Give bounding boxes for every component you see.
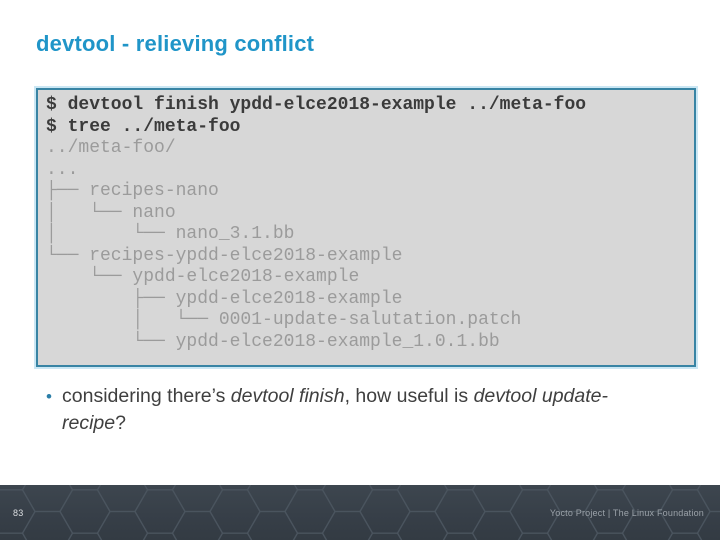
hexagon-shape (96, 485, 149, 513)
hexagon-shape (321, 510, 374, 540)
hexagon-shape (143, 485, 177, 491)
hexagon-shape (134, 489, 186, 534)
terminal-line: $ devtool finish ypdd-elce2018-example .… (46, 95, 587, 115)
hexagon-shape (359, 489, 411, 534)
hexagon-pattern-icon (0, 485, 720, 540)
bullet-text-segment: ? (115, 412, 126, 434)
hexagon-shape (442, 532, 478, 540)
terminal-line: ├── ypdd-elce2018-example (46, 288, 403, 309)
bullet-marker-icon: • (46, 387, 52, 406)
hexagon-shape (59, 489, 111, 534)
page-number: 83 (13, 507, 24, 518)
hexagon-shape (593, 485, 627, 491)
emphasized-command-text: devtool finish (230, 385, 345, 407)
terminal-line: ... (46, 159, 79, 180)
hexagon-shape (443, 485, 477, 491)
hexagon-shape (21, 510, 74, 540)
terminal-line: │ └── nano (46, 202, 176, 223)
terminal-line: $ tree ../meta-foo (46, 116, 241, 137)
hexagon-shape (396, 510, 449, 540)
hexagon-shape (367, 532, 403, 540)
terminal-line: ├── recipes-nano (46, 181, 219, 201)
hexagon-shape (246, 485, 299, 513)
hexagon-shape (67, 532, 103, 540)
hexagon-shape (171, 485, 224, 513)
slide-title: devtool - relieving conflict (36, 31, 315, 56)
hexagon-shape (592, 532, 628, 540)
terminal-line: └── recipes-ypdd-elce2018-example (46, 245, 403, 266)
hexagon-shape (284, 489, 336, 534)
hexagon-shape (434, 489, 486, 534)
hexagon-shape (292, 532, 328, 540)
hexagon-shape (96, 510, 149, 540)
hexagon-shape (518, 485, 552, 491)
hexagon-shape (667, 532, 703, 540)
footer-brand-text: Yocto Project | The Linux Foundation (549, 507, 704, 518)
terminal-line: │ └── 0001-update-salutation.patch (46, 310, 522, 330)
hexagon-shape (246, 510, 299, 540)
hexagon-shape (696, 510, 720, 540)
terminal-line: └── ypdd-elce2018-example (46, 267, 360, 287)
bullet-text-segment: considering there’s (62, 385, 231, 407)
hexagon-shape (668, 485, 702, 491)
hexagon-shape (142, 532, 178, 540)
footer-bar: 83 Yocto Project | The Linux Foundation (0, 485, 720, 540)
terminal-line: │ └── nano_3.1.bb (46, 224, 295, 244)
hexagon-shape (218, 485, 252, 491)
hexagon-shape (209, 489, 261, 534)
hexagon-shape (217, 532, 253, 540)
hexagon-shape (21, 485, 74, 513)
emphasized-command-text: devtool update-recipe (62, 385, 608, 434)
hexagon-shape (0, 532, 28, 540)
hexagon-shape (368, 485, 402, 491)
hexagon-shape (293, 485, 327, 491)
bullet-text-segment: , how useful is (344, 385, 474, 407)
hexagon-shape (471, 485, 524, 513)
hexagon-shape (0, 485, 27, 491)
bullet-item: • considering there’s devtool finish, ho… (36, 383, 656, 437)
terminal-line: └── ypdd-elce2018-example_1.0.1.bb (46, 331, 500, 352)
hexagon-shape (471, 510, 524, 540)
terminal-line: ../meta-foo/ (46, 138, 176, 158)
terminal-block: $ devtool finish ypdd-elce2018-example .… (36, 88, 696, 367)
hexagon-shape (171, 510, 224, 540)
hexagon-shape (68, 485, 102, 491)
hexagon-shape (321, 485, 374, 513)
bullet-text: considering there’s devtool finish, how … (62, 383, 654, 437)
hexagon-shape (396, 485, 449, 513)
hexagon-shape (517, 532, 553, 540)
